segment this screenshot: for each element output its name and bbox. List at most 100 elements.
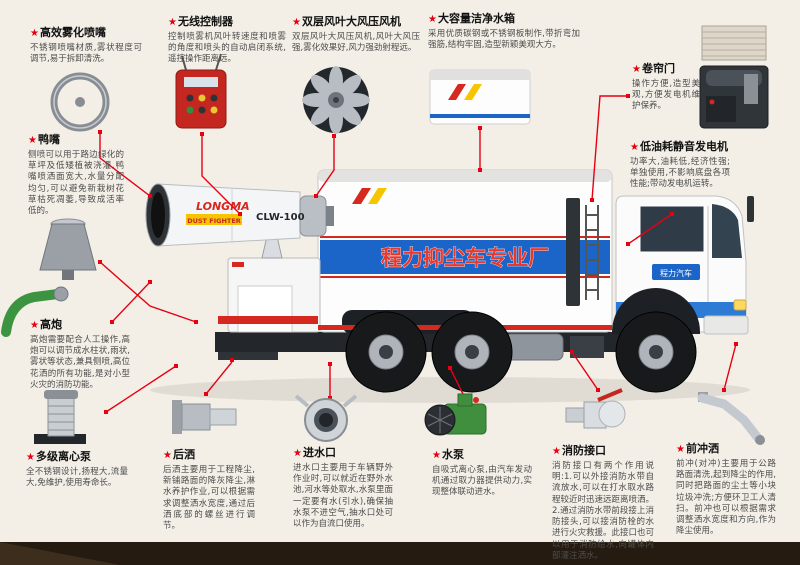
callout-desc: 消防接口有两个作用说明:1.可以外接消防水带自流放水,可以在打水取水路程较近时迅… [552,461,655,561]
callout-cannon: ★高炮 高炮需要配合人工操作,高炮可以调节成水柱状,雨状,雾状等状态,兼具侧喷,… [30,316,130,391]
rear-wheel-2 [431,311,513,393]
cannon-model-text: CLW-100 [256,212,305,223]
connector-endpoints [98,94,738,414]
star-bullet-icon: ★ [293,448,302,459]
star-bullet-icon: ★ [432,450,441,461]
footer-band [0,542,800,565]
callout-desc: 前冲(对冲)主要用于公路路面清洗,起到降尘的作用,同时把路面的尘土等小块垃圾冲洗… [676,459,776,537]
callout-generator: ★低油耗静音发电机 功率大,油耗低,经济性强;单独使用,不影响底盘各项性能;带动… [630,138,730,191]
callout-water-inlet: ★进水口 进水口主要用于车辆野外作业时,可以就近在野外水池,河水等处取水,水泵里… [293,444,393,530]
callout-desc: 双层风叶大风压风机,风叶大风压强,雾化效果好,风力强劲射程远。 [292,32,420,54]
fan-icon [302,66,370,134]
callout-title-text: 高炮 [39,318,62,331]
star-bullet-icon: ★ [168,17,177,28]
water-pump-icon [424,393,487,436]
yellow-stripe-decal [368,188,387,204]
callout-title-text: 大容量洁净水箱 [437,12,515,25]
box-banner-text: 程力抑尘车专业厂 [381,246,549,270]
callout-desc: 全不锈钢设计,扬程大,流量大,免维护,使用寿命长。 [26,467,128,489]
box-side-device [566,198,580,306]
rear-spray-fitting-icon [172,400,237,434]
callout-title: ★低油耗静音发电机 [630,138,730,154]
star-bullet-icon: ★ [630,142,639,153]
callout-title-text: 进水口 [302,446,336,459]
callout-title: ★水泵 [432,446,532,462]
callout-title: ★高炮 [30,316,130,332]
callout-title: ★进水口 [293,444,393,460]
ground-shadow [150,377,750,403]
truck-box-body: 程力抑尘车专业厂 [317,169,613,333]
callout-fan: ★双层风叶大风压风机 双层风叶大风压风机,风叶大风压强,雾化效果好,风力强劲射程… [292,13,420,54]
fire-coupling-icon [565,388,626,429]
callout-title-text: 无线控制器 [177,15,233,28]
callout-front-flush: ★前冲洒 前冲(对冲)主要用于公路路面清洗,起到降尘的作用,同时把路面的尘土等小… [676,440,776,538]
green-pipe-icon [1,286,69,337]
callout-duckbill: ★鸭嘴 侧喷可以用于路边绿化的草坪及低矮植被浇灌,鸭嘴喷洒面宽大,水量分配均匀,… [28,131,124,217]
callout-title: ★前冲洒 [676,440,776,456]
callout-title: ★无线控制器 [168,13,286,29]
front-bumper [703,315,749,335]
callout-title-text: 后洒 [172,448,195,461]
callout-title: ★大容量洁净水箱 [428,10,580,26]
callout-title: ★卷帘门 [632,60,700,76]
callout-rear-spray: ★后洒 后洒主要用于工程降尘,新铺路面的降灰降尘,淋水养护作业,可以根据需求调整… [163,446,255,532]
callout-desc: 控制喷雾机风叶转速度和喷雾的角度和喷头的自动启闭系统,遥控操作距离远。 [168,32,286,65]
callout-title: ★鸭嘴 [28,131,124,147]
callout-title-text: 鸭嘴 [37,133,60,146]
mirror [747,196,754,222]
cab-badge-text: 程力汽车 [660,268,692,278]
callout-title: ★双层风叶大风压风机 [292,13,420,29]
tank-body-icon [429,69,531,125]
star-bullet-icon: ★ [676,444,685,455]
callout-title: ★多级离心泵 [26,448,128,464]
callout-desc: 高炮需要配合人工操作,高炮可以调节成水柱状,雨状,雾状等状态,兼具侧喷,高位花洒… [30,335,130,390]
star-bullet-icon: ★ [632,64,641,75]
callout-title-text: 水泵 [441,448,464,461]
multistage-pump-icon [34,390,86,444]
callout-desc: 不锈钢喷嘴材质,雾状程度可调节,易于拆卸清洗。 [30,43,142,65]
star-bullet-icon: ★ [292,17,301,28]
callout-fire-coupling: ★消防接口 消防接口有两个作用说明:1.可以外接消防水带自流放水,可以在打水取水… [552,442,654,562]
callout-title-text: 多级离心泵 [35,450,91,463]
callout-desc: 自吸式离心泵,由汽车发动机通过取力器提供动力,实现整体联动进水。 [432,465,532,498]
spray-ring-icon [50,72,110,132]
cab-badge-plate [652,264,700,280]
callout-water-pump: ★水泵 自吸式离心泵,由汽车发动机通过取力器提供动力,实现整体联动进水。 [432,446,532,499]
callout-mist-nozzle: ★高效雾化喷嘴 不锈钢喷嘴材质,雾状程度可调节,易于拆卸清洗。 [30,24,142,65]
red-stripe-decal [352,188,371,204]
callout-connector-lines [99,95,737,413]
blue-banner-band [320,240,610,274]
remote-control-icon [175,53,227,129]
star-bullet-icon: ★ [30,28,39,39]
roller-shutter-icon [701,25,767,61]
star-bullet-icon: ★ [30,320,39,331]
cannon-pedestal [227,231,321,333]
callout-desc: 后洒主要用于工程降尘,新铺路面的降灰降尘,淋水养护作业,可以根据需求调整洒水宽度… [163,465,255,532]
callout-title-text: 前冲洒 [685,442,719,455]
callout-roller-door: ★卷帘门 操作方便,造型美观,方便发电机维护保养。 [632,60,700,113]
callout-desc: 操作方便,造型美观,方便发电机维护保养。 [632,79,700,112]
side-ladder [585,205,599,300]
front-wheel [615,311,697,393]
callout-desc: 侧喷可以用于路边绿化的草坪及低矮植被浇灌,鸭嘴喷洒面宽大,水量分配均匀,可以避免… [28,150,124,217]
star-bullet-icon: ★ [163,450,172,461]
callout-desc: 进水口主要用于车辆野外作业时,可以就近在野外水池,河水等处取水,水泵里面一定要有… [293,463,393,530]
callout-title-text: 双层风叶大风压风机 [301,15,401,28]
callout-title: ★消防接口 [552,442,654,458]
star-bullet-icon: ★ [552,446,561,457]
cannon-brand-text: LONGMA [196,200,250,213]
duckbill-nozzle-icon [39,218,97,280]
callout-title: ★后洒 [163,446,255,462]
inlet-coupling-icon [294,394,358,442]
star-bullet-icon: ★ [26,452,35,463]
callout-water-tank: ★大容量洁净水箱 采用优质碳钢或不锈钢板制作,带折弯加强筋,结构牢固,造型新颖美… [428,10,580,51]
cannon-tagline-text: DUST FIGHTER [187,217,241,225]
callout-title-text: 消防接口 [561,444,606,457]
callout-desc: 功率大,油耗低,经济性强;单独使用,不影响底盘各项性能;带动发电机运转。 [630,157,730,190]
callout-title: ★高效雾化喷嘴 [30,24,142,40]
rear-wheel-1 [345,311,427,393]
callout-title-text: 低油耗静音发电机 [639,140,728,153]
generator-icon [699,65,769,129]
